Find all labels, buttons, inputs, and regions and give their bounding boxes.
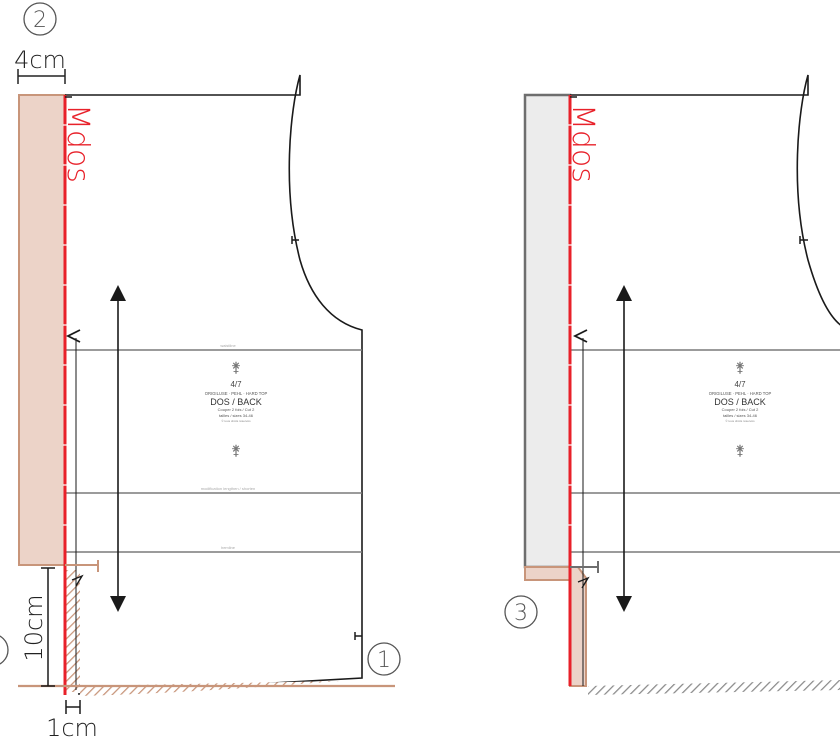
hatched-hem-bottom-left [80,681,340,696]
line-label-hem: hemline [221,545,236,550]
hatched-hem-strip-left [66,570,80,692]
info-line-right: tailles / sizes 34-46 [723,413,758,418]
center-back-extension [18,94,66,566]
hatched-hem-bottom-right [588,680,840,695]
step-3-badge: 3 [504,595,538,629]
piece-number: 4/7 [230,380,242,389]
tree-icon-2: ⚵ [231,442,241,458]
mdos-label-right: Mdos [565,104,600,183]
dimension-4cm-label: 4cm [14,46,66,74]
left-panel: 2 4cm waistline modification lengthen / … [0,2,401,740]
piece-name-right: DOS / BACK [714,397,766,407]
piece-name: DOS / BACK [210,397,262,407]
mdos-label: Mdos [60,104,95,183]
step-3-label: 3 [514,601,528,626]
copyright-right: © tous droits réservés [725,419,755,423]
dimension-10cm: 10cm [20,567,55,687]
center-back-extension-gray [523,93,572,569]
back-piece-outline-right [570,74,840,326]
model-line-right: ORIGILUSE · PEHL · HARD TOP [709,391,772,396]
line-label-lengthen: modification lengthen / shorten [201,486,255,491]
hem-extension-brown [524,566,587,687]
dimension-1cm-label: 1cm [46,714,98,740]
piece-info: ⚵ 4/7 ORIGILUSE · PEHL · HARD TOP DOS / … [205,359,268,458]
tree-icon-right-2: ⚵ [735,442,745,458]
step-2-badge: 2 [23,2,57,36]
tree-icon: ⚵ [231,359,241,375]
step-1-badge: 1 [367,642,401,676]
piece-number-right: 4/7 [734,380,746,389]
step-1-label: 1 [377,648,391,673]
cut-line-right: Couper 2 fois / Cut 2 [722,407,759,412]
step-2-label: 2 [33,8,47,33]
dimension-4cm: 4cm [14,46,66,84]
model-line: ORIGILUSE · PEHL · HARD TOP [205,391,268,396]
dimension-10cm-label: 10cm [20,594,48,661]
copyright: © tous droits réservés [221,419,251,423]
dimension-1cm: 1cm [46,700,98,740]
back-piece-outline [65,74,363,695]
piece-info-right: ⚵ 4/7 ORIGILUSE · PEHL · HARD TOP DOS / … [709,359,772,458]
tree-icon-right: ⚵ [735,359,745,375]
line-label-waist: waistline [220,343,236,348]
info-line: tailles / sizes 34-46 [219,413,254,418]
cut-line: Couper 2 fois / Cut 2 [218,407,255,412]
right-panel: Mdos ⚵ 4/7 ORIGILUSE · PEHL · HARD TOP D… [504,74,840,695]
